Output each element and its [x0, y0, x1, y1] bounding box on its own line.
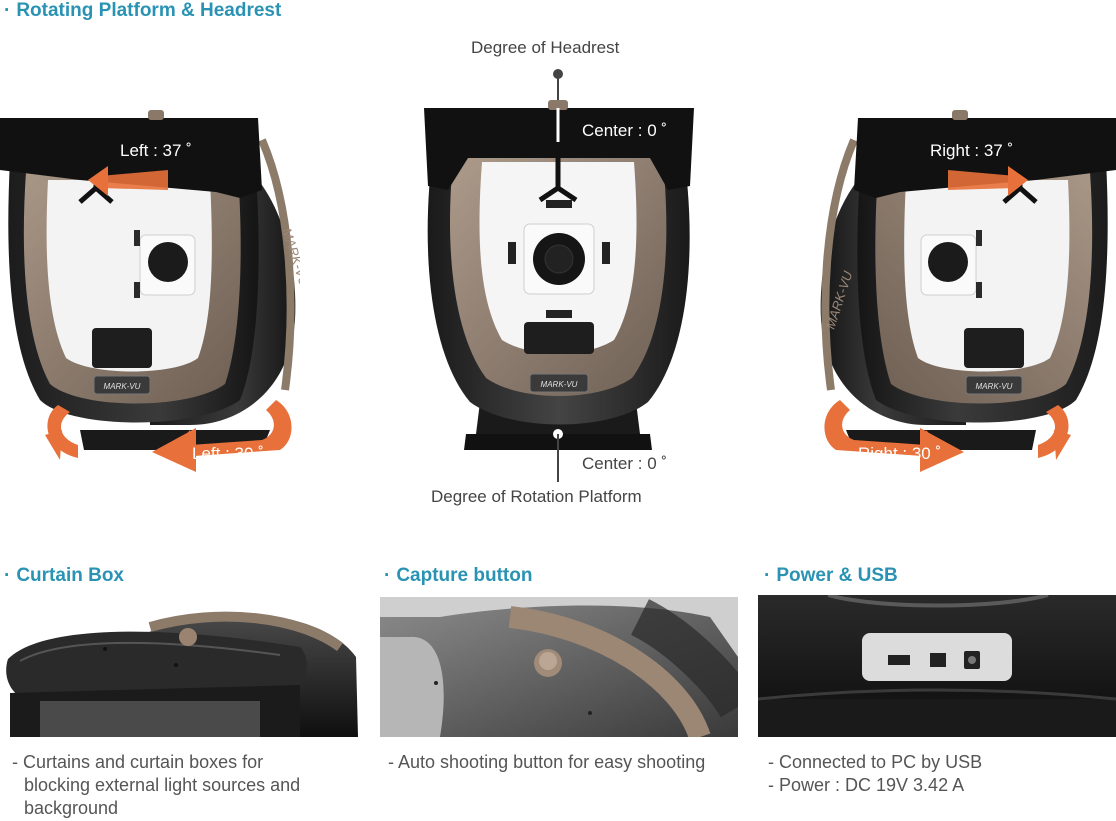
device-center-platform-label: Center : 0 ˚: [582, 454, 668, 473]
center-top-caption: Degree of Headrest: [471, 38, 620, 57]
device-right-headrest-label: Right : 37 ˚: [930, 141, 1014, 160]
curtain-box-photo: [0, 597, 358, 737]
device-right-illustration: MARK-VU MARK-VU: [820, 110, 1116, 472]
device-center-illustration: MARK-VU: [424, 69, 694, 482]
curtain-caption: - Curtains and curtain boxes for blockin…: [12, 752, 301, 818]
section-title-rotating: ·Rotating Platform & Headrest: [4, 0, 282, 21]
capture-button-photo: [380, 597, 738, 737]
device-left-illustration: MARK-VU MARK-VU: [0, 110, 300, 472]
device-left-headrest-label: Left : 37 ˚: [120, 141, 192, 160]
capture-caption: - Auto shooting button for easy shooting: [388, 752, 706, 772]
device-center-headrest-label: Center : 0 ˚: [582, 121, 668, 140]
device-left-badge: MARK-VU: [104, 382, 141, 391]
device-left-platform-label: Left : 30 ˚: [192, 444, 264, 463]
power-caption: - Connected to PC by USB - Power : DC 19…: [768, 752, 983, 795]
device-right-badge: MARK-VU: [976, 382, 1013, 391]
power-usb-photo: [758, 595, 1116, 737]
section-title-curtain: ·Curtain Box: [4, 565, 125, 586]
device-right-platform-label: Right : 30 ˚: [858, 444, 942, 463]
section-title-power: ·Power & USB: [764, 565, 898, 586]
device-center-badge: MARK-VU: [541, 380, 578, 389]
section-title-capture: ·Capture button: [384, 565, 533, 586]
center-bottom-caption: Degree of Rotation Platform: [431, 487, 642, 506]
